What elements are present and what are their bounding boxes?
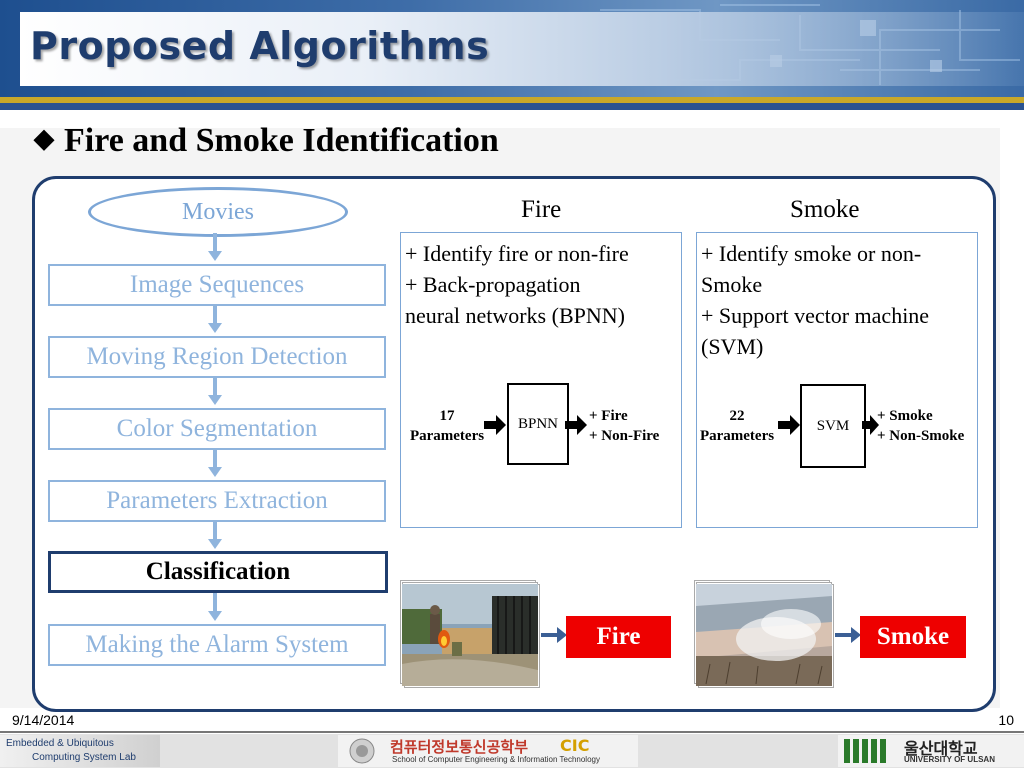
flow-step-classification: Classification — [48, 551, 388, 593]
flow-start-movies: Movies — [88, 187, 348, 237]
fire-result-badge: Fire — [566, 616, 671, 658]
fire-description: + Identify fire or non-fire + Back-propa… — [405, 238, 629, 331]
fire-heading: Fire — [521, 196, 562, 223]
flow-step-making-alarm-system: Making the Alarm System — [48, 624, 386, 666]
school-english-name: School of Computer Engineering & Informa… — [392, 755, 600, 764]
lab-logo: Embedded & Ubiquitous Computing System L… — [0, 735, 160, 767]
university-english-name: UNIVERSITY OF ULSAN — [904, 755, 995, 764]
lab-name-line2: Computing System Lab — [32, 752, 136, 763]
university-logo: 울산대학교 UNIVERSITY OF ULSAN — [838, 735, 1024, 767]
slide-date: 9/14/2014 — [12, 712, 75, 728]
flow-arrow — [208, 449, 222, 477]
fire-desc-line: neural networks (BPNN) — [405, 303, 625, 328]
fire-desc-line: + Identify fire or non-fire — [405, 241, 629, 266]
blue-divider — [0, 103, 1024, 110]
smoke-heading: Smoke — [790, 196, 860, 223]
university-emblem-icon — [844, 739, 886, 763]
page-title: Proposed Algorithms — [30, 24, 490, 68]
smoke-desc-line: + Support vector machine — [701, 303, 930, 328]
svm-model-box: SVM — [800, 384, 866, 468]
fire-scene-image — [402, 584, 538, 686]
fire-param-count: 17 — [439, 408, 455, 424]
flow-step-moving-region-detection: Moving Region Detection — [48, 336, 386, 378]
university-korean-name: 울산대학교 — [904, 739, 978, 758]
fire-input-params: 17 Parameters — [408, 406, 486, 446]
fire-param-label: Parameters — [409, 428, 485, 444]
fire-description-box — [400, 232, 682, 528]
bpnn-model-box: BPNN — [507, 383, 569, 465]
lab-name-line1: Embedded & Ubiquitous — [6, 738, 114, 749]
smoke-output-item: + Non-Smoke — [877, 428, 965, 444]
right-arrow-icon — [484, 415, 506, 435]
smoke-output-item: + Smoke — [877, 408, 933, 424]
smoke-outputs: + Smoke + Non-Smoke — [877, 406, 964, 446]
school-abbr: CIC — [560, 736, 590, 755]
smoke-description-box — [696, 232, 978, 528]
flow-arrow — [208, 593, 222, 621]
fire-output-item: + Non-Fire — [589, 428, 660, 444]
flow-step-image-sequences: Image Sequences — [48, 264, 386, 306]
school-korean-name: 컴퓨터정보통신공학부 — [390, 738, 529, 756]
right-arrow-icon — [835, 627, 861, 643]
smoke-param-count: 22 — [729, 408, 745, 424]
right-arrow-icon — [565, 415, 587, 435]
footer-divider — [0, 731, 1024, 733]
smoke-description: + Identify smoke or non- Smoke + Support… — [701, 238, 929, 362]
smoke-param-label: Parameters — [699, 428, 775, 444]
title-backdrop — [20, 12, 1024, 86]
smoke-desc-line: + Identify smoke or non- — [701, 241, 922, 266]
right-arrow-icon — [778, 415, 800, 435]
slide-number: 10 — [998, 712, 1014, 728]
smoke-result-badge: Smoke — [860, 616, 966, 658]
diamond-bullet-icon: ◆ — [34, 124, 54, 153]
fire-output-item: + Fire — [589, 408, 628, 424]
flow-step-parameters-extraction: Parameters Extraction — [48, 480, 386, 522]
school-emblem-icon — [349, 738, 375, 764]
smoke-desc-line: Smoke — [701, 272, 763, 297]
section-title-text: Fire and Smoke Identification — [64, 122, 499, 159]
right-arrow-icon — [862, 415, 879, 435]
flow-arrow — [208, 521, 222, 549]
right-arrow-icon — [541, 627, 567, 643]
fire-outputs: + Fire + Non-Fire — [589, 406, 659, 446]
flow-arrow — [208, 377, 222, 405]
section-title: ◆ Fire and Smoke Identification — [34, 122, 499, 160]
flow-step-color-segmentation: Color Segmentation — [48, 408, 386, 450]
smoke-input-params: 22 Parameters — [698, 406, 776, 446]
gold-divider — [0, 97, 1024, 103]
school-logo: 컴퓨터정보통신공학부 CIC School of Computer Engine… — [338, 735, 638, 767]
flow-arrow — [208, 305, 222, 333]
fire-desc-line: + Back-propagation — [405, 272, 581, 297]
smoke-scene-image — [696, 584, 832, 686]
flow-arrow — [208, 233, 222, 261]
smoke-desc-line: (SVM) — [701, 334, 764, 359]
